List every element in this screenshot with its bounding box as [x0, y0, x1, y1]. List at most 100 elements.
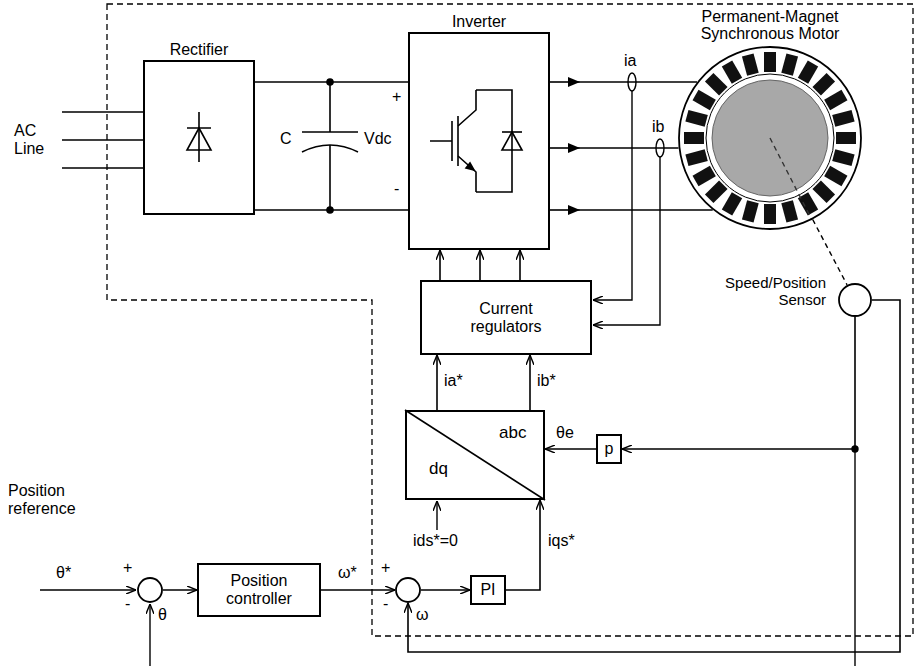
signal-wire	[436, 355, 438, 410]
connector	[440, 250, 441, 280]
signal-wire	[622, 317, 855, 449]
node-heading: Speed/Position Sensor	[714, 275, 826, 308]
pi-box: PI	[470, 575, 506, 605]
summing-junction: +-	[137, 577, 163, 603]
signal-wire	[580, 147, 679, 149]
circle-outline	[839, 284, 871, 316]
circle-outline	[138, 578, 162, 602]
signal-label: ids*=0	[413, 532, 458, 550]
connector	[550, 82, 697, 83]
connector	[506, 500, 540, 590]
transform-diagonal	[405, 410, 545, 500]
signal-label: ω	[416, 606, 429, 624]
signal-wire	[255, 209, 408, 211]
signal-wire	[255, 81, 408, 83]
connector	[163, 590, 197, 591]
diode-symbol	[187, 112, 211, 162]
signal-label: θe	[556, 424, 574, 442]
motor-illustration	[678, 46, 862, 230]
gain-box: p	[596, 434, 622, 464]
motor-illustration	[684, 132, 704, 144]
connector	[421, 590, 470, 591]
igbt-symbol	[466, 163, 474, 170]
feedback-wires	[40, 446, 858, 666]
feedback-wires	[854, 449, 855, 666]
motor-illustration	[742, 200, 759, 222]
connector	[520, 250, 521, 280]
signal-wire	[479, 250, 481, 280]
connector	[255, 82, 408, 83]
node-heading: abc	[499, 424, 526, 443]
node-heading: -	[125, 595, 130, 613]
regulator-box: Current regulators	[420, 280, 592, 355]
current-sensors	[593, 73, 664, 325]
signal-wire	[506, 500, 540, 590]
feedback-wires	[436, 501, 437, 530]
diode-symbol	[187, 128, 211, 150]
capacitor-symbol	[302, 82, 358, 132]
signal-label: ia*	[444, 372, 463, 390]
motor-illustration	[812, 180, 835, 203]
connector	[408, 300, 900, 652]
circle-outline	[679, 47, 861, 229]
signal-wire	[580, 209, 713, 211]
rectifier-box: Rectifier	[143, 60, 255, 215]
signal-wire	[163, 589, 197, 591]
motor-illustration	[836, 132, 856, 144]
signal-wire	[321, 589, 395, 591]
signal-label: ia	[624, 52, 636, 70]
feedback-wires	[40, 589, 136, 590]
motor-circle: Permanent-Magnet Synchronous Motor	[678, 46, 862, 230]
box-label: Current regulators	[456, 300, 556, 335]
box-label: p	[605, 440, 614, 458]
current-sensors	[593, 91, 632, 300]
motor-illustration	[693, 166, 716, 186]
circle-outline	[395, 577, 421, 603]
circle-outline	[838, 283, 872, 317]
capacitor-symbol	[329, 145, 331, 210]
signal-label: iqs*	[548, 532, 575, 550]
signal-label: AC Line	[14, 122, 50, 159]
motor-illustration	[770, 138, 812, 220]
signal-label: Position reference	[8, 482, 92, 519]
motor-illustration	[781, 200, 798, 222]
igbt-symbol	[430, 90, 522, 192]
drive-boundary	[107, 4, 913, 636]
connector	[321, 590, 395, 591]
signal-label: ω*	[338, 564, 357, 582]
node-heading: Inverter	[350, 13, 608, 31]
circle-outline	[678, 46, 862, 230]
signal-label: ib*	[537, 372, 556, 390]
feedback-wires	[149, 604, 150, 666]
motor-illustration	[742, 53, 759, 75]
motor-illustration	[832, 110, 854, 127]
motor-illustration	[693, 90, 716, 110]
signal-wire	[550, 81, 580, 83]
node-heading: +	[381, 559, 390, 577]
node-heading: Rectifier	[85, 41, 313, 59]
controller-box: Position controller	[197, 563, 321, 617]
motor-illustration	[812, 73, 835, 96]
signal-wire	[439, 250, 441, 280]
inverter-box: Inverter	[408, 32, 550, 250]
igbt-symbol	[458, 90, 476, 192]
motor-illustration	[705, 73, 728, 96]
motor-illustration	[798, 61, 818, 84]
connector	[480, 250, 481, 280]
signal-label: θ	[158, 606, 167, 624]
connector	[437, 355, 438, 410]
ac-line-wires	[62, 112, 143, 168]
signal-label: θ*	[56, 564, 71, 582]
signal-wire	[550, 147, 580, 149]
node-heading: Permanent-Magnet Synchronous Motor	[690, 8, 850, 43]
connector	[550, 148, 679, 149]
motor-illustration	[722, 61, 742, 84]
circle-outline	[396, 578, 420, 602]
summing-junction: +-	[395, 577, 421, 603]
sensor-circle: Speed/Position Sensor	[838, 283, 872, 317]
capacitor-symbol	[302, 79, 358, 213]
signal-label: C	[280, 130, 292, 148]
connector	[545, 449, 596, 450]
